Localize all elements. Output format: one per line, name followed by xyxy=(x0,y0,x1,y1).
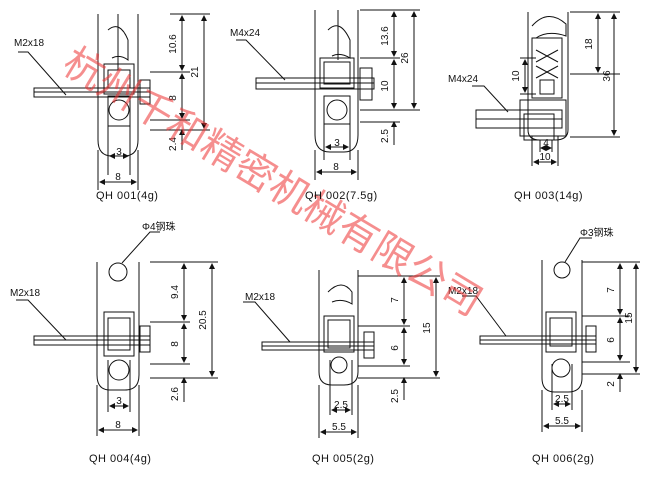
qh006-caption: QH 006(2g) xyxy=(532,453,595,465)
qh004-caption: QH 004(4g) xyxy=(89,453,152,465)
part-qh004-drawing xyxy=(16,231,218,436)
qh006-dim-mid: 6 xyxy=(606,337,617,343)
qh004-dim-bottom: 2.6 xyxy=(170,387,181,401)
qh001-dim-total: 21 xyxy=(190,66,201,78)
qh004-dim-width: 8 xyxy=(115,420,121,431)
qh004-dim-width-small: 3 xyxy=(116,396,122,407)
qh006-dim-width-small: 2.5 xyxy=(555,394,569,405)
qh005-dim-bottom: 2.5 xyxy=(390,389,401,403)
qh002-caption: QH 002(7.5g) xyxy=(305,190,378,202)
qh002-dim-mid: 10 xyxy=(380,80,391,92)
qh006-thread-label: M2x18 xyxy=(448,286,478,297)
qh002-dim-total: 26 xyxy=(400,52,411,64)
qh003-dim-top: 18 xyxy=(584,38,595,50)
qh005-thread-label: M2x18 xyxy=(245,292,275,303)
qh002-dim-bottom: 2.5 xyxy=(380,129,391,143)
qh002-dim-width-small: 3 xyxy=(334,138,340,149)
qh006-ball-label: Φ3钢珠 xyxy=(580,226,614,239)
qh005-dim-total: 15 xyxy=(422,322,433,334)
qh002-dim-width: 8 xyxy=(333,162,339,173)
part-qh003-drawing xyxy=(472,11,620,166)
qh006-dim-width: 5.5 xyxy=(555,416,569,427)
qh001-thread-label: M2x18 xyxy=(14,38,44,49)
qh003-caption: QH 003(14g) xyxy=(514,190,584,202)
qh004-ball-label: Φ4钢珠 xyxy=(142,220,176,233)
qh006-dim-top: 7 xyxy=(606,287,617,293)
qh005-caption: QH 005(2g) xyxy=(312,453,375,465)
qh003-dim-mid: 10 xyxy=(511,70,522,82)
qh001-dim-width: 8 xyxy=(115,172,121,183)
qh005-dim-width-small: 2.5 xyxy=(334,400,348,411)
qh002-dim-top: 13.6 xyxy=(380,26,391,46)
qh002-thread-label: M4x24 xyxy=(230,28,260,39)
qh001-dim-top: 10.6 xyxy=(168,34,179,54)
qh005-dim-mid: 6 xyxy=(390,345,401,351)
part-qh006-drawing xyxy=(462,237,640,432)
qh001-dim-bottom: 2.4 xyxy=(168,137,179,151)
part-qh002-drawing xyxy=(236,9,420,180)
qh003-thread-label: M4x24 xyxy=(448,74,478,85)
qh004-dim-top: 9.4 xyxy=(170,285,181,299)
qh003-dim-width-small: 4 xyxy=(543,138,549,149)
qh003-dim-total: 36 xyxy=(602,70,613,82)
qh004-dim-total: 20.5 xyxy=(198,310,209,330)
qh005-dim-top: 7 xyxy=(390,297,401,303)
qh001-dim-width-small: 3 xyxy=(116,147,122,158)
qh003-dim-width: 10 xyxy=(539,152,551,163)
qh001-dim-mid: 8 xyxy=(168,95,179,101)
qh006-dim-bottom: 2 xyxy=(606,381,617,387)
qh004-thread-label: M2x18 xyxy=(10,288,40,299)
qh006-dim-total: 15 xyxy=(624,312,635,324)
qh005-dim-width: 5.5 xyxy=(332,422,346,433)
part-qh005-drawing xyxy=(243,270,440,438)
qh004-dim-mid: 8 xyxy=(170,341,181,347)
qh001-caption: QH 001(4g) xyxy=(96,190,159,202)
part-qh001-drawing xyxy=(18,13,210,190)
